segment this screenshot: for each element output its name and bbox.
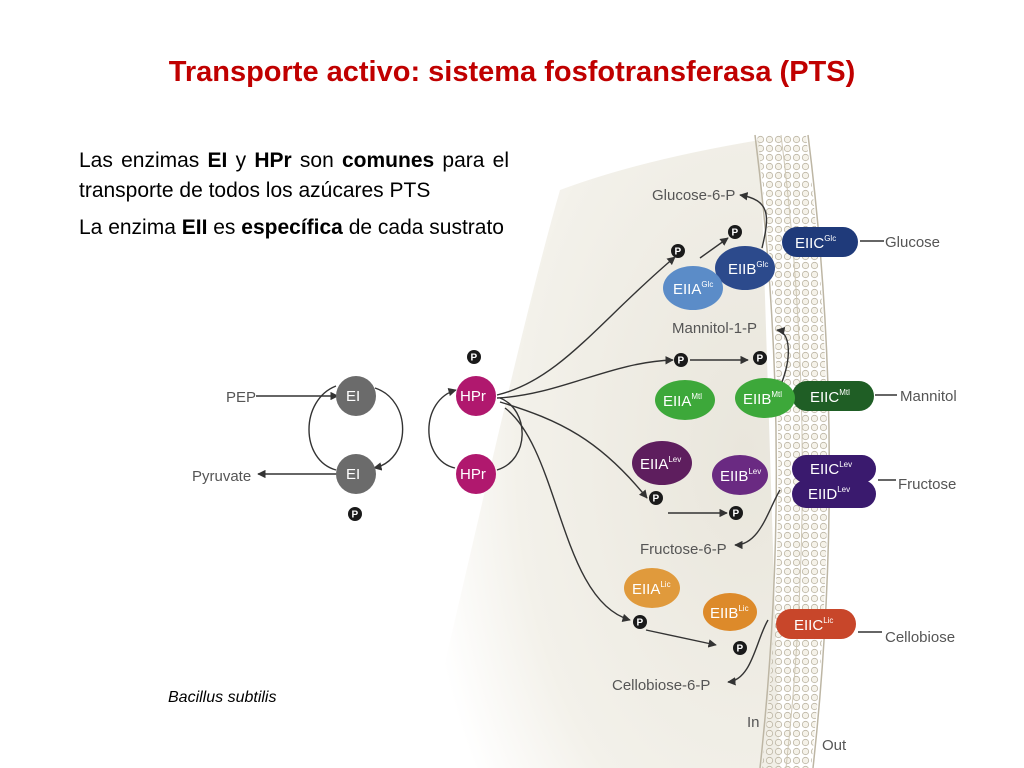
svg-text:EI: EI bbox=[346, 388, 360, 405]
cellobiose-label: Cellobiose bbox=[885, 629, 955, 646]
svg-text:P: P bbox=[352, 510, 359, 521]
svg-text:P: P bbox=[757, 354, 764, 365]
eiid-lev bbox=[792, 480, 876, 508]
phosphate-icon: P bbox=[733, 641, 747, 655]
phosphate-icon: P bbox=[671, 244, 685, 258]
svg-text:P: P bbox=[675, 247, 682, 258]
text-run: EI bbox=[207, 149, 228, 172]
glucose-6-p-label: Glucose-6-P bbox=[652, 187, 735, 204]
hpr-top bbox=[456, 376, 496, 416]
svg-text:EIIBGlc: EIIBGlc bbox=[728, 260, 768, 278]
fructose-label: Fructose bbox=[898, 476, 956, 493]
fructose-6-p-label: Fructose-6-P bbox=[640, 541, 727, 558]
text-run: para el transporte de todos los azúcares… bbox=[79, 149, 510, 203]
phosphate-icon: P bbox=[729, 506, 743, 520]
caption: Bacillus subtilis bbox=[168, 689, 277, 706]
mannitol-1-p-label: Mannitol-1-P bbox=[672, 320, 757, 337]
text-run: La enzima bbox=[79, 215, 182, 239]
glucose-label: Glucose bbox=[885, 234, 940, 251]
eiic-mtl bbox=[792, 381, 874, 411]
text-run: HPr bbox=[254, 149, 292, 172]
svg-text:P: P bbox=[732, 228, 739, 239]
svg-text:EIIBLev: EIIBLev bbox=[720, 467, 761, 485]
svg-text:EIICLev: EIICLev bbox=[810, 460, 852, 478]
svg-text:EIICMtl: EIICMtl bbox=[810, 388, 850, 406]
svg-text:P: P bbox=[678, 356, 685, 367]
svg-text:P: P bbox=[733, 509, 740, 520]
phosphate-icon: P bbox=[728, 225, 742, 239]
phosphate-icon: P bbox=[467, 350, 481, 364]
eiia-mtl bbox=[655, 380, 715, 420]
paragraph-specific-enzyme: La enzima EII es específica de cada sust… bbox=[79, 213, 509, 243]
phosphate-icon: P bbox=[348, 507, 362, 521]
svg-text:EI: EI bbox=[346, 466, 360, 483]
eiib-glc bbox=[715, 246, 775, 290]
svg-text:EIIBMtl: EIIBMtl bbox=[743, 390, 782, 408]
svg-text:EIIALic: EIIALic bbox=[632, 580, 671, 598]
ei-hpr-cycles bbox=[255, 385, 523, 479]
text-run: comunes bbox=[341, 149, 435, 172]
text-run: y bbox=[227, 149, 255, 172]
out-label: Out bbox=[822, 737, 847, 754]
mannitol-label: Mannitol bbox=[900, 388, 957, 405]
svg-text:EIICGlc: EIICGlc bbox=[795, 234, 836, 252]
mannitol-pathway: Mannitol-1-P EIICMtl EIIBMtl EIIAMtl P P… bbox=[655, 320, 957, 420]
svg-text:EIIDLev: EIIDLev bbox=[808, 485, 850, 503]
hpr-bottom bbox=[456, 454, 496, 494]
svg-text:EIIALev: EIIALev bbox=[640, 455, 681, 473]
phosphate-icon: P bbox=[753, 351, 767, 365]
svg-text:EIIAGlc: EIIAGlc bbox=[673, 280, 713, 298]
svg-text:EIICLic: EIICLic bbox=[794, 616, 833, 634]
svg-text:P: P bbox=[737, 644, 744, 655]
glucose-pathway: Glucose-6-P EIICGlc EIIBGlc EIIAGlc P P … bbox=[652, 187, 940, 310]
paragraph-common-enzymes: Las enzimas EI y HPr son comunes para el… bbox=[79, 146, 509, 207]
cellobiose-pathway: EIIALic EIIBLic EIICLic P P Cellobiose-6… bbox=[612, 568, 955, 694]
ei-top bbox=[336, 376, 376, 416]
text-run: Las enzimas bbox=[79, 149, 208, 172]
svg-text:HPr: HPr bbox=[460, 388, 486, 405]
eiia-lic bbox=[624, 568, 680, 608]
svg-text:P: P bbox=[471, 353, 478, 364]
eiib-lic bbox=[703, 593, 757, 631]
cellobiose-6-p-label: Cellobiose-6-P bbox=[612, 677, 710, 694]
eiib-mtl bbox=[735, 378, 795, 418]
text-run: es bbox=[207, 215, 242, 239]
svg-text:P: P bbox=[653, 494, 660, 505]
phosphate-icon: P bbox=[649, 491, 663, 505]
pep-label: PEP bbox=[226, 389, 256, 406]
text-run: EII bbox=[181, 215, 208, 239]
eiib-lev bbox=[712, 455, 768, 495]
slide-title: Transporte activo: sistema fosfotransfer… bbox=[168, 56, 856, 88]
svg-text:EIIAMtl: EIIAMtl bbox=[663, 392, 702, 410]
text-run: son bbox=[291, 149, 342, 172]
svg-text:EIIBLic: EIIBLic bbox=[710, 604, 749, 622]
fructose-pathway: EIIALev EIIBLev EIICLev EIIDLev P P Fruc… bbox=[632, 441, 956, 558]
pyruvate-label: Pyruvate bbox=[192, 468, 251, 485]
eiic-lev bbox=[792, 455, 876, 483]
eiia-glc bbox=[663, 266, 723, 310]
body-text: Las enzimas EI y HPr son comunes para el… bbox=[79, 146, 509, 249]
eiic-lic bbox=[776, 609, 856, 639]
eiic-glc bbox=[782, 227, 858, 257]
svg-text:HPr: HPr bbox=[460, 466, 486, 483]
phosphate-icon: P bbox=[633, 615, 647, 629]
text-run: específica bbox=[241, 215, 343, 239]
text-run: de cada sustrato bbox=[342, 215, 504, 239]
hpr-branches bbox=[496, 256, 676, 622]
eiia-lev bbox=[632, 441, 692, 485]
in-label: In bbox=[747, 714, 760, 731]
phosphate-icon: P bbox=[674, 353, 688, 367]
svg-text:P: P bbox=[637, 618, 644, 629]
cytoplasm bbox=[420, 140, 780, 768]
ei-bottom bbox=[336, 454, 376, 494]
